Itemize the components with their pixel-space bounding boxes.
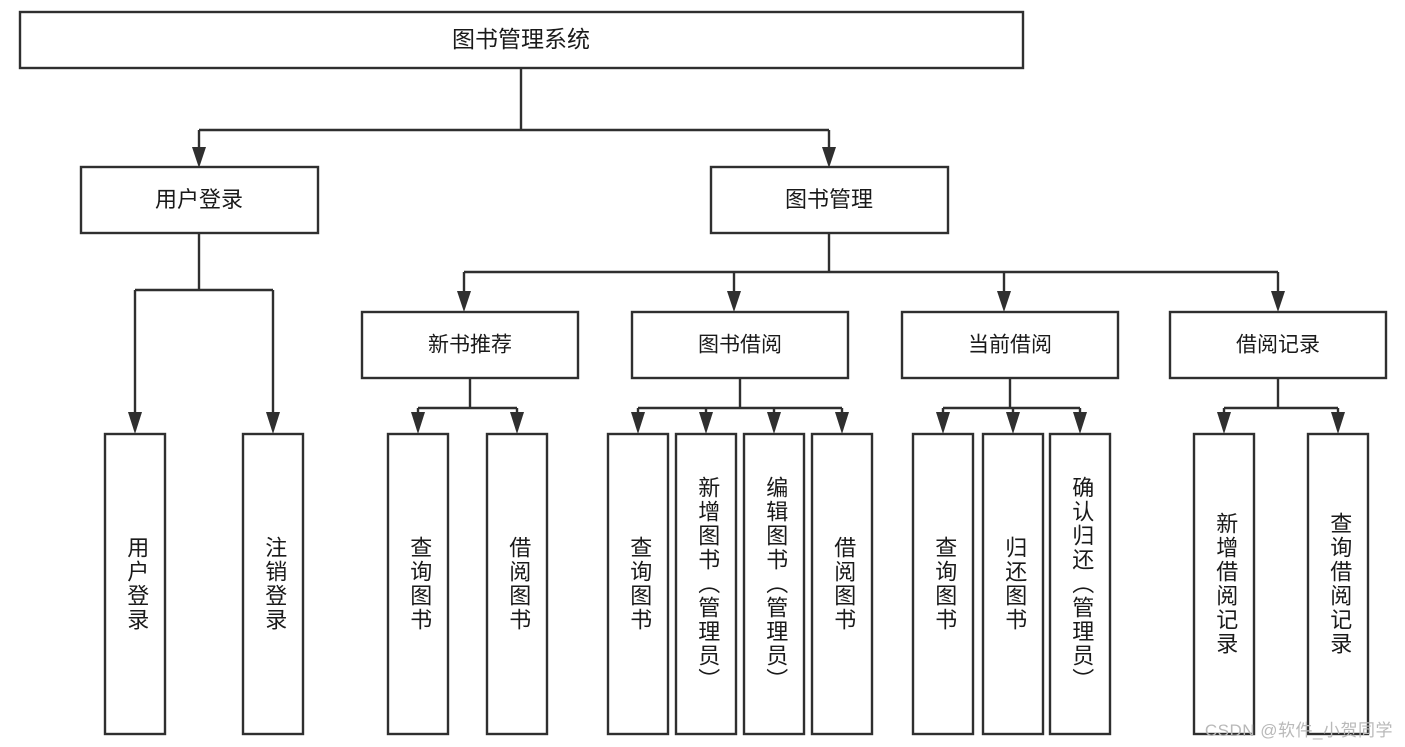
node-leaf-borrow-book-rec-box[interactable] (485, 432, 549, 736)
node-leaf-confirm-return[interactable]: 确认归还（管理员） (1048, 432, 1112, 736)
node-current-borrow-box[interactable] (900, 310, 1120, 380)
node-leaf-user-logout-label: 注销登录 (262, 536, 287, 632)
arrowhead-icon (457, 291, 471, 312)
arrowhead-icon (1331, 412, 1345, 434)
node-leaf-query-book-cur[interactable]: 查询图书 (911, 432, 975, 736)
node-leaf-borrow-book-box[interactable] (810, 432, 874, 736)
arrowhead-icon (835, 412, 849, 434)
node-leaf-query-borrow-record[interactable]: 查询借阅记录 (1306, 432, 1370, 736)
arrowhead-icon (1217, 412, 1231, 434)
watermark-text: CSDN @软件_小贺同学 (1204, 721, 1393, 740)
arrowhead-icon (266, 412, 280, 434)
node-leaf-user-login-box[interactable] (103, 432, 167, 736)
node-book-manage-label: 图书管理 (785, 187, 873, 212)
node-book-borrow-label: 图书借阅 (698, 334, 782, 357)
node-leaf-query-book-rec-label: 查询图书 (407, 536, 432, 632)
node-leaf-edit-book-box[interactable] (742, 432, 806, 736)
node-book-borrow[interactable]: 图书借阅 (630, 310, 850, 380)
node-leaf-user-logout[interactable]: 注销登录 (241, 432, 305, 736)
node-leaf-query-borrow-record-label: 查询借阅记录 (1327, 512, 1352, 656)
arrowhead-icon (411, 412, 425, 434)
node-leaf-return-book[interactable]: 归还图书 (981, 432, 1045, 736)
arrowhead-icon (510, 412, 524, 434)
node-leaf-borrow-book-rec-label: 借阅图书 (506, 536, 531, 632)
node-leaf-user-logout-box[interactable] (241, 432, 305, 736)
node-new-book-recommend[interactable]: 新书推荐 (360, 310, 580, 380)
arrowhead-icon (192, 147, 206, 168)
node-book-borrow-box[interactable] (630, 310, 850, 380)
node-user-login[interactable]: 用户登录 (79, 165, 320, 235)
arrowhead-icon (1006, 412, 1020, 434)
node-root-box[interactable] (18, 10, 1025, 70)
node-root-label: 图书管理系统 (452, 26, 590, 52)
node-leaf-query-book-rec[interactable]: 查询图书 (386, 432, 450, 736)
arrowhead-icon (699, 412, 713, 434)
node-leaf-return-book-box[interactable] (981, 432, 1045, 736)
node-book-manage[interactable]: 图书管理 (709, 165, 950, 235)
node-leaf-edit-book[interactable]: 编辑图书（管理员） (742, 432, 806, 736)
node-leaf-borrow-book-rec[interactable]: 借阅图书 (485, 432, 549, 736)
node-leaf-user-login[interactable]: 用户登录 (103, 432, 167, 736)
arrowhead-icon (727, 291, 741, 312)
node-leaf-query-book-cur-box[interactable] (911, 432, 975, 736)
node-leaf-query-book-borrow-box[interactable] (606, 432, 670, 736)
arrowhead-icon (997, 291, 1011, 312)
node-leaf-confirm-return-box[interactable] (1048, 432, 1112, 736)
arrowhead-icon (128, 412, 142, 434)
arrowhead-icon (936, 412, 950, 434)
node-borrow-record[interactable]: 借阅记录 (1168, 310, 1388, 380)
node-leaf-return-book-label: 归还图书 (1002, 536, 1027, 632)
node-book-manage-box[interactable] (709, 165, 950, 235)
node-leaf-add-book[interactable]: 新增图书（管理员） (674, 432, 738, 736)
node-leaf-user-login-label: 用户登录 (124, 536, 149, 632)
node-new-book-recommend-label: 新书推荐 (428, 334, 512, 357)
arrowhead-icon (1073, 412, 1087, 434)
node-leaf-query-book-rec-box[interactable] (386, 432, 450, 736)
arrowhead-icon (631, 412, 645, 434)
connector-layer (128, 68, 1345, 434)
node-leaf-borrow-book-label: 借阅图书 (831, 536, 856, 632)
node-leaf-add-borrow-record-label: 新增借阅记录 (1213, 512, 1238, 656)
node-new-book-recommend-box[interactable] (360, 310, 580, 380)
node-leaf-query-book-borrow-label: 查询图书 (627, 536, 652, 632)
node-leaf-query-book-cur-label: 查询图书 (932, 536, 957, 632)
node-leaf-edit-book-label: 编辑图书（管理员） (763, 476, 788, 692)
node-user-login-label: 用户登录 (155, 187, 243, 212)
arrowhead-icon (1271, 291, 1285, 312)
node-leaf-add-book-box[interactable] (674, 432, 738, 736)
node-leaf-add-borrow-record[interactable]: 新增借阅记录 (1192, 432, 1256, 736)
node-leaf-add-borrow-record-box[interactable] (1192, 432, 1256, 736)
node-user-login-box[interactable] (79, 165, 320, 235)
node-leaf-confirm-return-label: 确认归还（管理员） (1069, 476, 1094, 692)
node-current-borrow-label: 当前借阅 (968, 334, 1052, 357)
node-leaf-borrow-book[interactable]: 借阅图书 (810, 432, 874, 736)
node-current-borrow[interactable]: 当前借阅 (900, 310, 1120, 380)
arrowhead-icon (822, 147, 836, 168)
node-leaf-query-book-borrow[interactable]: 查询图书 (606, 432, 670, 736)
node-root[interactable]: 图书管理系统 (18, 10, 1025, 70)
node-borrow-record-box[interactable] (1168, 310, 1388, 380)
arrowhead-icon (767, 412, 781, 434)
node-leaf-add-book-label: 新增图书（管理员） (695, 476, 720, 692)
node-leaf-query-borrow-record-box[interactable] (1306, 432, 1370, 736)
node-borrow-record-label: 借阅记录 (1236, 334, 1320, 357)
